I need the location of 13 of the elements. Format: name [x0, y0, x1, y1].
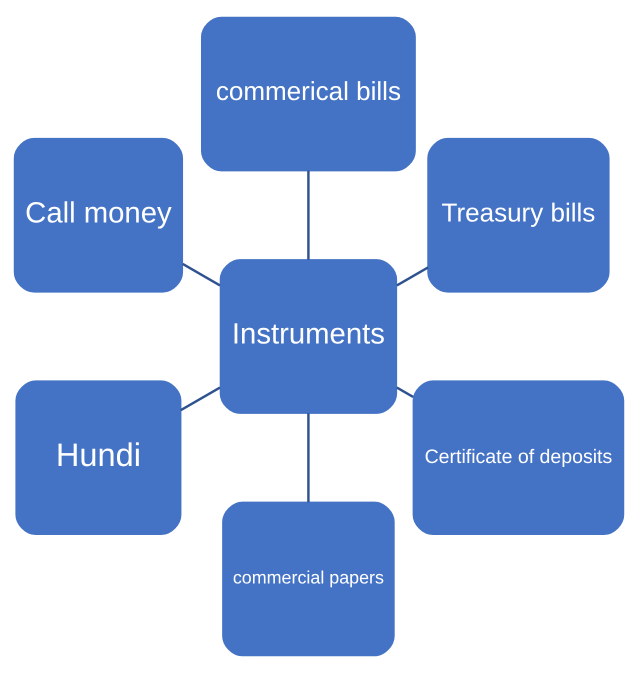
node-box: Hundi	[15, 380, 182, 536]
node-box: Call money	[14, 138, 184, 293]
connector	[180, 386, 221, 412]
connector	[307, 413, 310, 502]
node-box: commerical bills	[200, 16, 416, 172]
connector	[396, 266, 429, 286]
node-box: Treasury bills	[427, 138, 610, 293]
connector	[182, 262, 221, 286]
node-box: Instruments	[220, 259, 398, 414]
connector	[396, 386, 414, 398]
node-box: Certificate of deposits	[412, 380, 624, 536]
connector	[307, 170, 310, 260]
node-box: commercial papers	[222, 502, 395, 656]
